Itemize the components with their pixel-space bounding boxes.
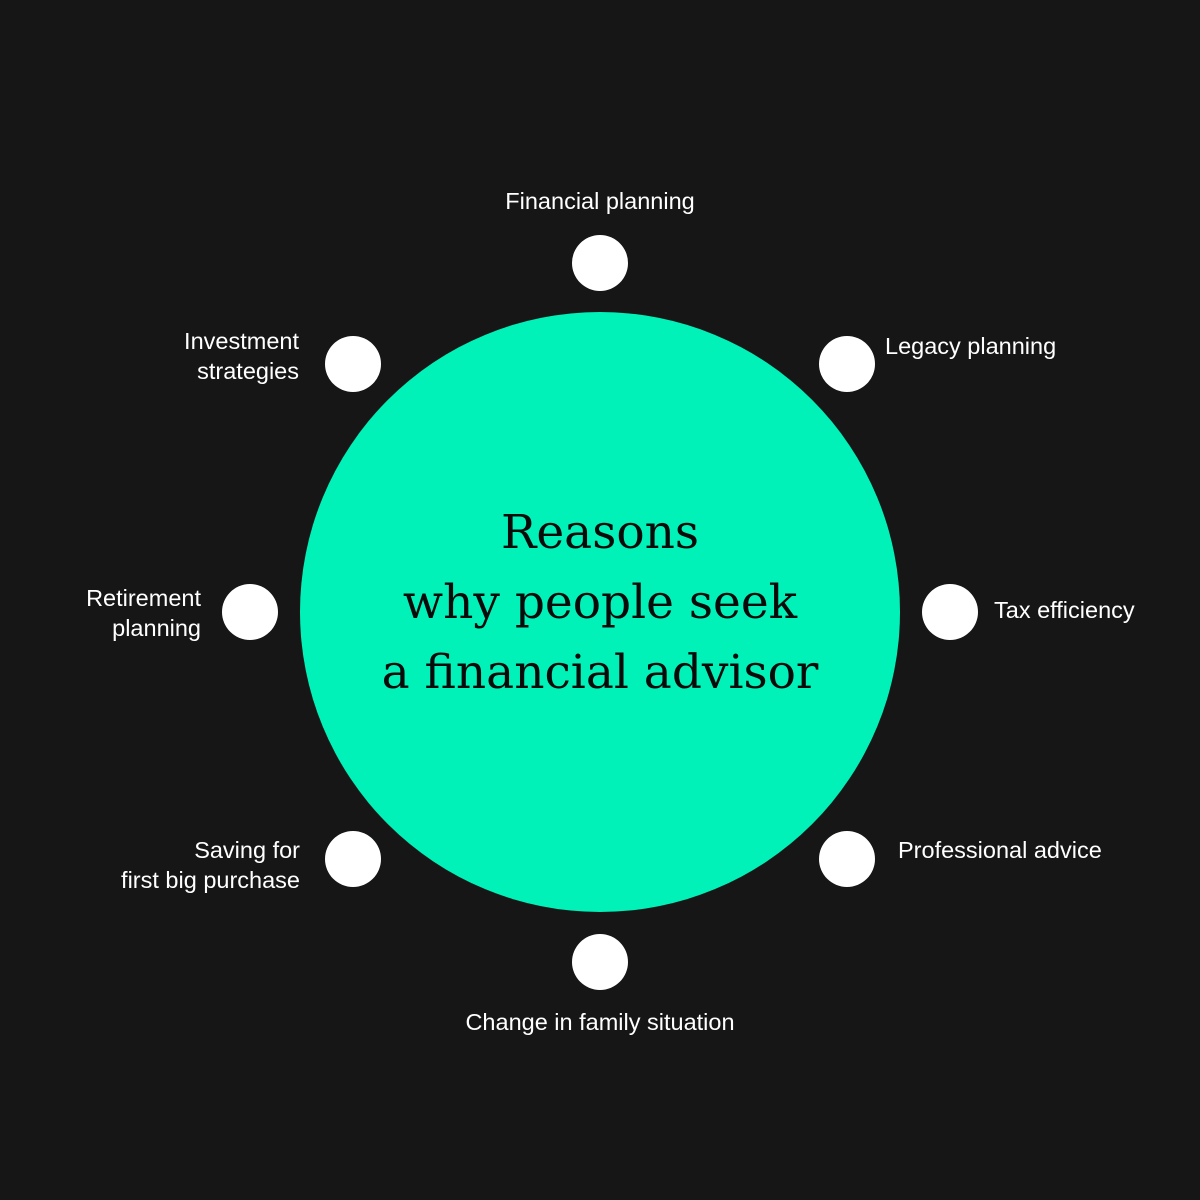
reason-dot-retirement-planning bbox=[222, 584, 278, 640]
reason-label-line-1: Investment bbox=[184, 328, 299, 354]
reason-label-line-2: strategies bbox=[197, 358, 299, 384]
reason-label-professional-advice: Professional advice bbox=[898, 835, 1102, 865]
reason-label-line-1: Saving for bbox=[194, 837, 300, 863]
reason-label-line: Tax efficiency bbox=[994, 597, 1135, 623]
reason-label-line: Change in family situation bbox=[465, 1009, 735, 1035]
reason-label-line-2: first big purchase bbox=[121, 867, 300, 893]
reason-dot-saving-for-first-big-purchase bbox=[325, 831, 381, 887]
reason-dot-professional-advice bbox=[819, 831, 875, 887]
reason-label-financial-planning: Financial planning bbox=[420, 186, 780, 216]
center-title: Reasons why people seek a financial advi… bbox=[320, 498, 880, 708]
reason-label-investment-strategies: Investment strategies bbox=[184, 326, 299, 386]
reason-label-line: Professional advice bbox=[898, 837, 1102, 863]
reason-label-line: Legacy planning bbox=[885, 333, 1057, 359]
reason-label-change-in-family-situation: Change in family situation bbox=[400, 1007, 800, 1037]
center-title-line-3: a financial advisor bbox=[381, 645, 819, 700]
reason-dot-investment-strategies bbox=[325, 336, 381, 392]
reason-dot-legacy-planning bbox=[819, 336, 875, 392]
reason-label-line: Financial planning bbox=[505, 188, 695, 214]
reason-label-legacy-planning: Legacy planning bbox=[885, 331, 1056, 361]
reason-label-line-2: planning bbox=[112, 615, 201, 641]
center-title-line-1: Reasons bbox=[500, 505, 700, 560]
reason-label-saving-for-first-big-purchase: Saving for first big purchase bbox=[121, 835, 300, 895]
center-circle bbox=[300, 312, 900, 912]
center-title-line-2: why people seek bbox=[402, 575, 798, 630]
reason-dot-tax-efficiency bbox=[922, 584, 978, 640]
reason-label-line-1: Retirement bbox=[86, 585, 201, 611]
reason-dot-change-in-family-situation bbox=[572, 934, 628, 990]
reason-label-tax-efficiency: Tax efficiency bbox=[994, 595, 1135, 625]
reason-label-retirement-planning: Retirement planning bbox=[86, 583, 201, 643]
reason-dot-financial-planning bbox=[572, 235, 628, 291]
